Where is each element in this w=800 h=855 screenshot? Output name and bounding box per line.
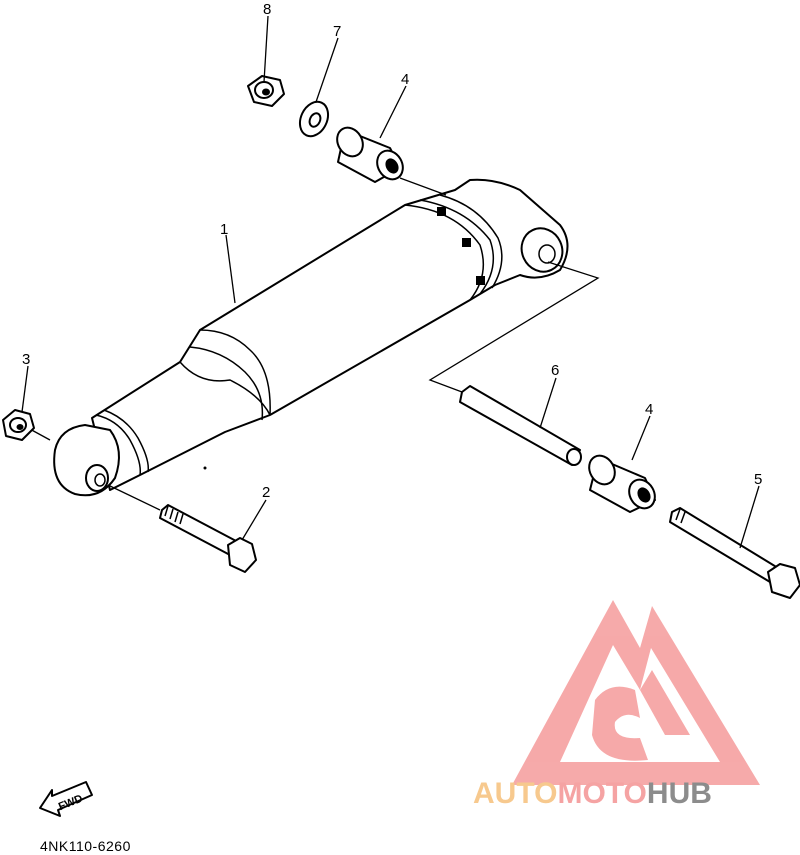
watermark-text: AUTOMOTOHUB: [473, 777, 712, 810]
sleeve-part-6: [459, 385, 582, 466]
collar-part-4-top: [336, 126, 404, 183]
callout-6: 6: [551, 362, 559, 379]
callout-8: 8: [263, 1, 271, 18]
callout-3: 3: [22, 351, 30, 368]
watermark-moto: MOTO: [557, 777, 646, 810]
callout-1: 1: [220, 221, 228, 238]
callout-numbers: 8 7 4 1 3 2 6 4 5: [22, 1, 762, 501]
callout-7: 7: [333, 23, 341, 40]
diagram-code: 4NK110-6260: [40, 838, 131, 854]
washer-part-7: [298, 100, 330, 138]
callout-4-bottom: 4: [645, 401, 653, 418]
nut-part-8: [247, 75, 285, 107]
watermark-auto: AUTO: [473, 777, 557, 810]
watermark-logo: [512, 600, 760, 785]
collar-part-4-bottom: [588, 454, 656, 513]
callout-5: 5: [754, 471, 762, 488]
assembly-lines: [27, 177, 600, 511]
shock-absorber: [53, 178, 569, 497]
watermark-hub: HUB: [647, 777, 712, 810]
fwd-arrow: FWD: [39, 781, 93, 817]
callout-2: 2: [262, 484, 270, 501]
bolt-part-2: [159, 504, 257, 573]
bolt-part-5: [669, 507, 800, 599]
callout-4-top: 4: [401, 71, 409, 88]
callout-leaders: [21, 15, 760, 549]
nut-part-3: [2, 409, 35, 441]
